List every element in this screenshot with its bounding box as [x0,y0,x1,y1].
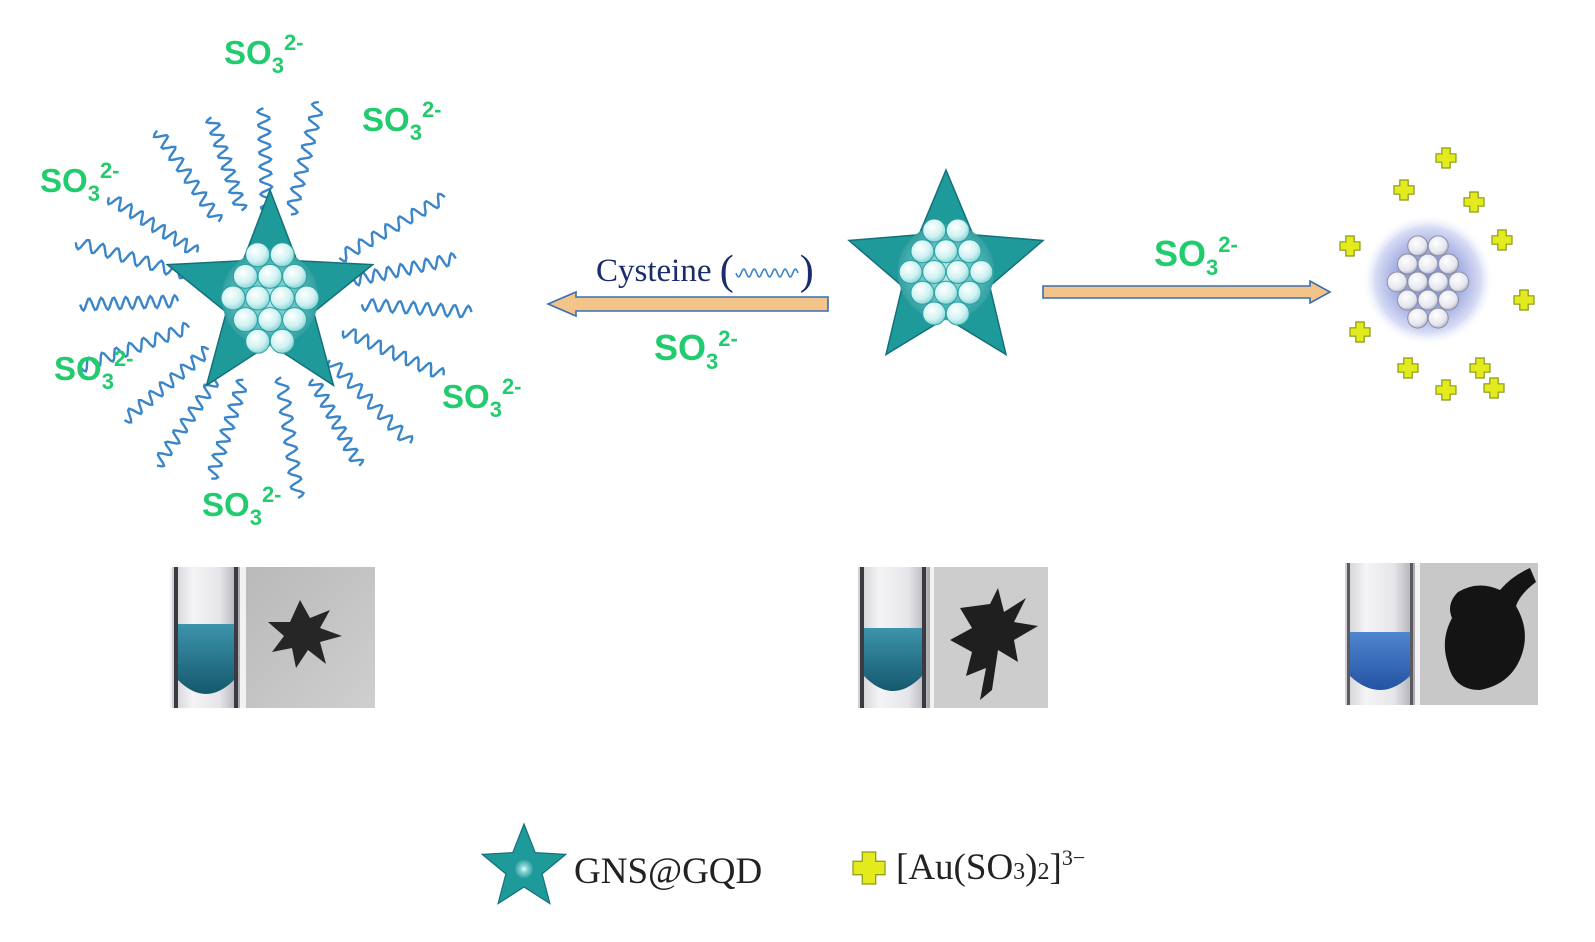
photo-panel-left [170,567,375,708]
sulfite-label: SO32- [54,346,134,394]
sulfite-label: SO32- [362,97,442,145]
au-sulfite-plus-icon [1393,179,1415,201]
legend-star-icon [480,822,568,905]
photo-panel-center [858,567,1048,708]
gqd-sphere [1386,271,1408,293]
gqd-sphere [910,280,935,305]
etched-particle [1362,214,1494,346]
sulfite-label: SO32- [224,30,304,78]
gqd-sphere [232,263,258,289]
gqd-sphere [1397,253,1418,275]
cysteine-chain [106,196,200,254]
gqd-sphere [1417,289,1439,311]
gqd-sphere [910,239,935,264]
cysteine-chain [286,100,323,216]
gqd-sphere [257,263,283,289]
cysteine-chain [79,321,191,373]
au-sulfite-plus-icon [1349,321,1371,343]
au-sulfite-plus-icon [1463,191,1485,213]
gqd-sphere [1438,289,1459,311]
gqd-sphere [922,260,947,284]
cysteine-chain [274,376,306,500]
gqd-sphere [898,260,923,284]
cysteine-chain [326,359,414,444]
cysteine-chain [338,192,446,263]
gqd-sphere [220,285,246,311]
photo-panel-right [1345,563,1538,705]
gqd-sphere [282,307,308,333]
gns-gqd-star-bare [847,168,1045,357]
gqd-sphere [282,263,308,289]
gqd-sphere [1427,307,1449,329]
sulfite-label: SO32- [442,374,522,422]
gqd-sphere [269,285,295,311]
gqd-sphere [269,242,295,268]
gqd-sphere [232,307,258,333]
gqd-sphere [957,239,982,264]
gqd-sphere [945,260,970,284]
gqd-sphere [934,280,958,305]
au-sulfite-plus-icon [1435,379,1457,401]
gqd-sphere [294,285,320,311]
cysteine-chain [308,378,365,467]
gqd-sphere [1407,271,1429,293]
arrow-left [545,290,829,318]
cysteine-ligands [74,100,473,500]
cysteine-chain [156,372,220,468]
au-sulfite-plus-icon [1491,229,1513,251]
gqd-sphere [1427,235,1449,257]
gqd-sphere [269,328,295,354]
gqd-sphere [922,218,947,243]
au-sulfite-plus-icon [1469,357,1491,379]
gns-gqd-star-capped [165,187,375,388]
au-sulfite-plus-icon [1397,357,1419,379]
gqd-sphere [1417,253,1439,275]
gqd-sphere [1407,235,1429,257]
sulfite-label: SO32- [202,482,282,530]
gqd-sphere [1448,271,1470,293]
arrow-right [1042,279,1332,305]
gqd-sphere [1427,271,1449,293]
cysteine-chain [207,378,247,480]
gqd-sphere [1397,289,1418,311]
gqd-sphere [934,239,958,264]
gqd-sphere [1438,253,1459,275]
gqd-cluster [1386,235,1470,329]
cysteine-chain [204,116,248,212]
gqd-sphere [245,328,271,354]
sulfite-label: SO32- [40,158,120,206]
gqd-sphere [257,307,283,333]
cysteine-chain [341,328,445,378]
cysteine-chain [78,293,180,313]
au-sulfite-complex-ions [1339,147,1535,401]
legend-star-label: GNS@GQD [574,851,763,892]
gqd-sphere [1407,307,1429,329]
cysteine-chain [360,298,473,319]
gqd-sphere [245,242,271,268]
legend-plus-label: [Au(SO3)2]3− [896,845,1086,888]
au-sulfite-plus-icon [1483,377,1505,399]
au-sulfite-plus-icon [1435,147,1457,169]
gqd-sphere [245,285,271,311]
au-sulfite-plus-icon [852,851,886,885]
cysteine-reagent-label: Cysteine () [596,248,814,294]
au-sulfite-plus-icon [1339,235,1361,257]
arrow-right-sulfite-label: SO32- [1154,232,1238,280]
cysteine-wave-icon [734,268,799,279]
au-sulfite-plus-icon [1513,289,1535,311]
gqd-sphere [969,260,994,284]
cysteine-chain [123,346,210,424]
gqd-sphere [945,301,970,326]
gqd-sphere [957,280,982,305]
gqd-sphere [922,301,947,326]
legend-plus-icon [852,851,886,885]
arrow-left-sulfite-label: SO32- [654,326,738,374]
gqd-sphere [945,218,970,243]
cysteine-chain [152,129,223,223]
cysteine-chain [353,251,457,287]
